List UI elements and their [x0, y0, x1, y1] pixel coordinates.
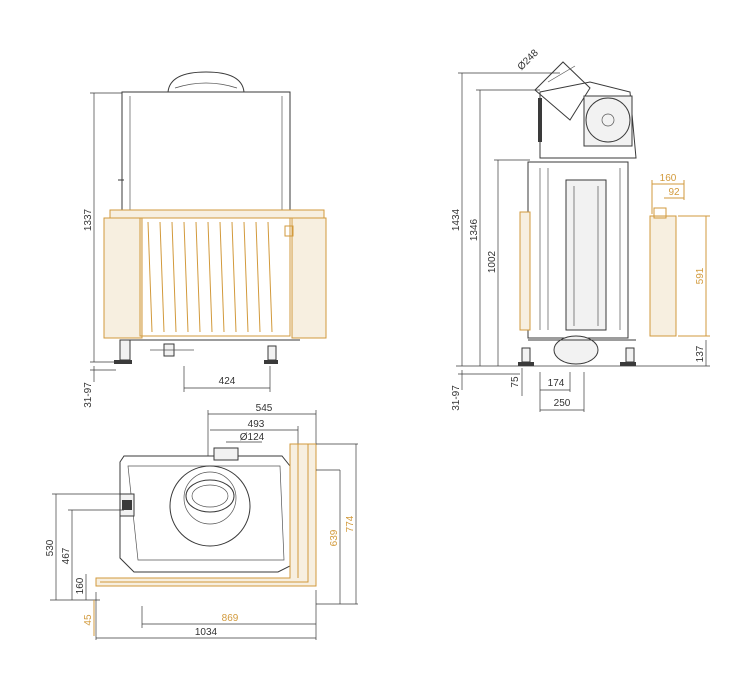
side-dim-foot: 31-97	[451, 385, 462, 411]
side-dim-92: 92	[668, 187, 680, 198]
top-dim-639: 639	[329, 529, 340, 546]
top-dim-869: 869	[222, 613, 239, 624]
top-dim-530: 530	[45, 539, 56, 556]
top-view: 545 493 Ø124 530 467 160 45	[45, 403, 358, 640]
front-view: 1337 31-97 424	[83, 71, 327, 408]
top-dim-flue: Ø124	[240, 432, 265, 443]
front-dim-foot: 31-97	[83, 382, 94, 408]
side-dim-flue: Ø248	[516, 47, 541, 72]
top-dim-493: 493	[248, 419, 265, 430]
side-dim-1346: 1346	[469, 218, 480, 241]
top-dim-160: 160	[75, 577, 86, 594]
side-dim-1002: 1002	[487, 250, 498, 273]
side-dim-591: 591	[695, 267, 706, 284]
front-dim-width: 424	[219, 376, 236, 387]
side-dim-137: 137	[695, 345, 706, 362]
top-dim-45: 45	[83, 614, 94, 626]
side-view: Ø248 1434 1346	[451, 47, 710, 412]
side-dim-75: 75	[510, 376, 521, 388]
top-dim-467: 467	[61, 547, 72, 564]
flue-opening	[169, 465, 251, 547]
side-dim-174: 174	[548, 378, 565, 389]
front-dim-height: 1337	[83, 208, 94, 231]
side-dim-250: 250	[554, 398, 571, 409]
side-dim-160: 160	[660, 173, 677, 184]
top-dim-774: 774	[345, 515, 356, 532]
side-dim-total: 1434	[451, 208, 462, 231]
top-dim-1034: 1034	[195, 627, 218, 638]
top-dim-545: 545	[256, 403, 273, 414]
door-bars	[147, 221, 273, 333]
